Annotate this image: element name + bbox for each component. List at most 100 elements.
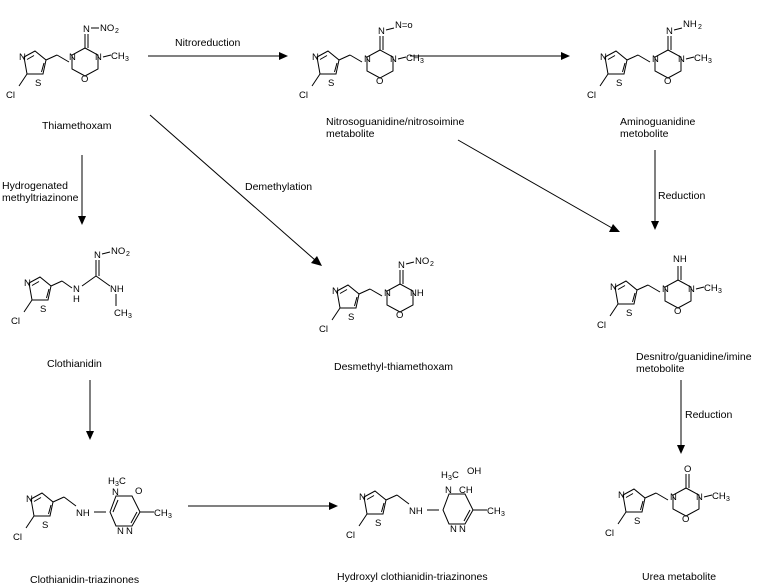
- label-reduction-b: Reduction: [685, 409, 732, 421]
- svg-text:N: N: [364, 54, 371, 65]
- svg-text:N: N: [662, 284, 669, 295]
- svg-text:2: 2: [115, 28, 119, 35]
- svg-text:3: 3: [115, 481, 119, 488]
- svg-text:Cl: Cl: [587, 90, 596, 101]
- structure-desnitro-metabolite: N S Cl N N O NH CH 3: [597, 254, 722, 331]
- svg-text:O: O: [396, 310, 403, 321]
- svg-text:Cl: Cl: [346, 530, 355, 541]
- svg-text:CH: CH: [712, 491, 726, 502]
- svg-text:OH: OH: [467, 466, 481, 477]
- structure-hydroxyl-clothianidin-triazinones: N S Cl NH N CH N N H 3 C OH CH 3: [346, 466, 505, 541]
- svg-text:CH: CH: [459, 485, 473, 496]
- svg-text:N: N: [696, 492, 703, 503]
- svg-text:N: N: [95, 52, 102, 63]
- svg-text:3: 3: [726, 496, 730, 503]
- svg-text:N: N: [359, 492, 366, 503]
- label-hydrogenated: Hydrogenated: [2, 180, 68, 192]
- svg-text:S: S: [634, 516, 640, 527]
- svg-text:S: S: [626, 308, 632, 319]
- caption-desnitro-line1: Desnitro/guanidine/imine: [636, 351, 752, 363]
- svg-text:Cl: Cl: [597, 320, 606, 331]
- svg-text:CH: CH: [487, 506, 501, 517]
- svg-text:N: N: [610, 282, 617, 293]
- label-demethylation: Demethylation: [245, 181, 312, 193]
- label-reduction-a: Reduction: [658, 190, 705, 202]
- svg-text:NO: NO: [111, 246, 125, 257]
- svg-text:3: 3: [708, 58, 712, 65]
- caption-desnitro-line2: metobolite: [636, 363, 685, 375]
- svg-text:CH: CH: [694, 53, 708, 64]
- svg-text:N: N: [670, 492, 677, 503]
- svg-text:3: 3: [448, 475, 452, 482]
- reaction-arrows: [78, 52, 685, 510]
- arrow-demethylation: [149, 114, 316, 261]
- structure-desmethyl-thiamethoxam: N S Cl N NH O N NO 2: [319, 256, 434, 335]
- svg-text:CH: CH: [114, 308, 128, 319]
- svg-text:S: S: [40, 304, 46, 315]
- svg-text:3: 3: [125, 56, 129, 63]
- svg-text:O: O: [682, 514, 689, 525]
- svg-text:2: 2: [430, 261, 434, 268]
- structure-aminoguanidine: N S Cl N N O N NH 2 CH 3: [587, 19, 712, 101]
- svg-text:S: S: [42, 520, 48, 531]
- svg-text:N: N: [312, 52, 319, 63]
- svg-text:N: N: [390, 54, 397, 65]
- svg-text:N: N: [73, 284, 80, 295]
- compound-captions: Thiamethoxam Nitrosoguanidine/nitrosoimi…: [30, 116, 752, 586]
- label-nitroreduction: Nitroreduction: [175, 37, 241, 49]
- structure-urea-metabolite: N S Cl N N O O CH 3: [605, 464, 730, 539]
- svg-text:S: S: [375, 518, 381, 529]
- svg-text:N: N: [600, 52, 607, 63]
- svg-text:Cl: Cl: [605, 528, 614, 539]
- svg-text:N: N: [384, 288, 391, 299]
- svg-text:N: N: [112, 487, 119, 498]
- svg-text:3: 3: [501, 511, 505, 518]
- caption-aminoguanidine-line1: Aminoguanidine: [620, 116, 695, 128]
- caption-aminoguanidine-line2: metobolite: [620, 128, 669, 140]
- caption-thiamethoxam: Thiamethoxam: [42, 120, 112, 132]
- svg-text:Cl: Cl: [11, 316, 20, 327]
- svg-text:H: H: [108, 476, 115, 487]
- caption-urea-metabolite: Urea metabolite: [642, 571, 716, 583]
- svg-text:CH: CH: [406, 53, 420, 64]
- caption-nitrosoguanidine-line1: Nitrosoguanidine/nitrosoimine: [326, 116, 464, 128]
- svg-text:N: N: [83, 24, 90, 35]
- arrow-nitroso-to-desnitro: [457, 139, 613, 229]
- svg-text:O: O: [81, 74, 88, 85]
- svg-text:N: N: [19, 52, 26, 63]
- svg-text:2: 2: [698, 24, 702, 31]
- svg-text:H: H: [73, 294, 80, 305]
- structure-clothianidin-triazinones: N S Cl NH N N N H 3 C O CH 3: [13, 476, 172, 543]
- svg-text:N: N: [618, 490, 625, 501]
- svg-text:N: N: [450, 524, 457, 535]
- caption-desmethyl-thiamethoxam: Desmethyl-thiamethoxam: [334, 361, 453, 373]
- svg-text:NO: NO: [415, 256, 429, 267]
- svg-text:NH: NH: [76, 508, 90, 519]
- svg-text:N: N: [666, 26, 673, 37]
- svg-text:CH: CH: [704, 283, 718, 294]
- svg-text:N: N: [378, 26, 385, 37]
- svg-text:S: S: [616, 78, 622, 89]
- label-methyltriazinone: methyltriazinone: [2, 192, 79, 204]
- svg-text:N: N: [688, 284, 695, 295]
- svg-text:O: O: [684, 464, 691, 475]
- svg-text:N: N: [117, 526, 124, 537]
- svg-text:Cl: Cl: [299, 90, 308, 101]
- svg-text:S: S: [348, 312, 354, 323]
- svg-text:N: N: [26, 494, 33, 505]
- svg-text:3: 3: [128, 313, 132, 320]
- svg-text:N: N: [126, 526, 133, 537]
- structure-thiamethoxam: N S Cl N N O N NO 2 CH 3: [6, 23, 129, 101]
- svg-text:C: C: [119, 476, 126, 487]
- svg-text:Cl: Cl: [13, 532, 22, 543]
- svg-text:N: N: [398, 260, 405, 271]
- svg-text:3: 3: [168, 513, 172, 520]
- svg-text:N: N: [332, 286, 339, 297]
- svg-text:N: N: [24, 278, 31, 289]
- svg-text:2: 2: [126, 251, 130, 258]
- svg-text:NH: NH: [673, 254, 687, 265]
- structure-clothianidin: N S Cl N H N NO 2 NH CH 3: [11, 246, 132, 327]
- svg-text:3: 3: [420, 58, 424, 65]
- svg-text:O: O: [664, 76, 671, 87]
- svg-text:N: N: [459, 524, 466, 535]
